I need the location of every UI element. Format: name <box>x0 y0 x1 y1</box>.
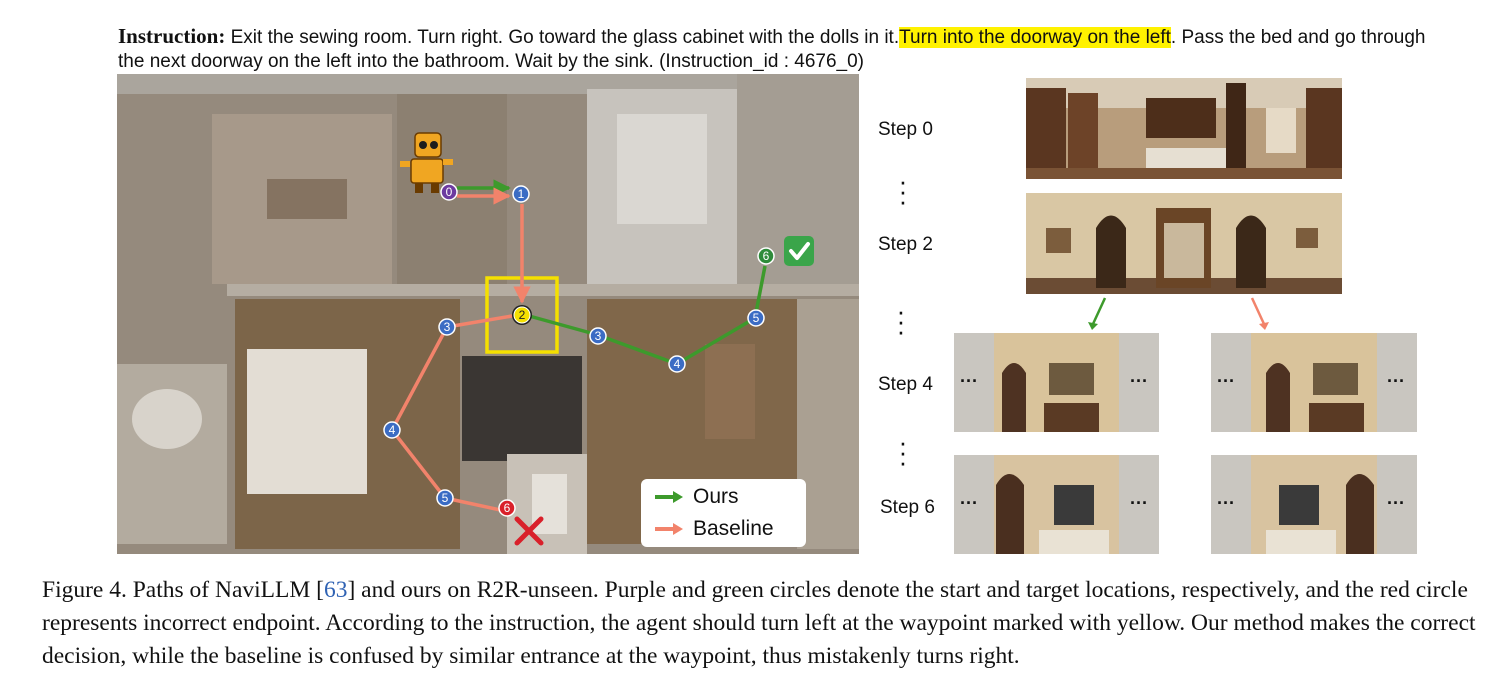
waypoint-label: 6 <box>504 501 511 515</box>
floor-map: 0 1 2 3 4 5 6 3 4 5 6 Ours Basel <box>117 74 859 554</box>
decision-waypoint-2: 2 <box>512 305 532 325</box>
salmon-down-arrow-icon <box>1250 297 1269 330</box>
floor-map-graphic: 0 1 2 3 4 5 6 3 4 5 6 <box>117 74 859 554</box>
step-2-label: Step 2 <box>878 234 933 255</box>
green-down-arrow-icon <box>1088 297 1107 330</box>
waypoint-1: 1 <box>512 185 530 203</box>
waypoint-label: 4 <box>389 423 396 437</box>
pano-step-2 <box>1026 193 1342 294</box>
instruction-label: Instruction: <box>118 24 226 48</box>
vertical-ellipsis: ··· <box>898 166 908 216</box>
step-4-label: Step 4 <box>878 374 933 395</box>
instruction-highlight: Turn into the doorway on the left <box>899 27 1171 48</box>
start-waypoint: 0 <box>440 183 458 201</box>
citation-link[interactable]: 63 <box>323 577 348 603</box>
figure-caption: Figure 4. Paths of NaviLLM [63] and ours… <box>42 574 1492 673</box>
baseline-waypoint-3: 3 <box>438 318 456 336</box>
pano-ellipsis: ··· <box>1130 493 1148 513</box>
waypoint-label: 4 <box>674 357 681 371</box>
waypoint-label: 3 <box>444 320 451 334</box>
wrong-endpoint-6: 6 <box>498 499 516 517</box>
vertical-ellipsis: ··· <box>898 427 908 477</box>
pano-ellipsis: ··· <box>1217 371 1235 391</box>
pano-ellipsis: ··· <box>1217 493 1235 513</box>
waypoint-label: 1 <box>518 187 525 201</box>
waypoint-label: 5 <box>442 491 449 505</box>
waypoint-label: 6 <box>763 249 770 263</box>
waypoint-label: 0 <box>446 185 453 199</box>
ours-waypoint-5: 5 <box>747 309 765 327</box>
instruction-part-2: . Pass the bed and go through the next d… <box>118 27 1426 72</box>
baseline-waypoint-4: 4 <box>383 421 401 439</box>
legend-baseline-label: Baseline <box>693 517 774 540</box>
target-waypoint-6: 6 <box>757 247 775 265</box>
salmon-arrow-icon <box>655 523 683 535</box>
green-arrow-icon <box>655 491 683 503</box>
waypoint-label: 2 <box>519 308 526 322</box>
step-0-label: Step 0 <box>878 119 933 140</box>
legend-ours-label: Ours <box>693 485 739 508</box>
pano-step-4-baseline: ··· ··· <box>1211 333 1417 432</box>
pano-ellipsis: ··· <box>1387 493 1405 513</box>
ours-waypoint-4: 4 <box>668 355 686 373</box>
pano-step-6-ours: ··· ··· <box>954 455 1159 554</box>
vertical-ellipsis: ··· <box>896 296 906 346</box>
pano-ellipsis: ··· <box>1387 371 1405 391</box>
instruction-text: Instruction: Exit the sewing room. Turn … <box>118 24 1448 74</box>
pano-step-0 <box>1026 78 1342 179</box>
step-6-label: Step 6 <box>880 497 935 518</box>
pano-step-4-ours: ··· ··· <box>954 333 1159 432</box>
pano-ellipsis: ··· <box>1130 371 1148 391</box>
caption-body: ] and ours on R2R-unseen. Purple and gre… <box>42 577 1476 669</box>
legend-ours: Ours <box>655 483 739 511</box>
baseline-waypoint-5: 5 <box>436 489 454 507</box>
instruction-part-1: Exit the sewing room. Turn right. Go tow… <box>230 27 900 48</box>
waypoint-label: 3 <box>595 329 602 343</box>
legend-baseline: Baseline <box>655 515 774 543</box>
caption-prefix: Figure 4. Paths of NaviLLM [ <box>42 577 324 603</box>
map-legend: Ours Baseline <box>641 479 806 547</box>
ours-waypoint-3: 3 <box>589 327 607 345</box>
pano-ellipsis: ··· <box>960 493 978 513</box>
check-mark-icon <box>784 236 814 266</box>
robot-icon <box>400 132 453 193</box>
pano-ellipsis: ··· <box>960 371 978 391</box>
cross-mark-icon <box>514 516 544 546</box>
waypoint-label: 5 <box>753 311 760 325</box>
pano-step-6-baseline: ··· ··· <box>1211 455 1417 554</box>
